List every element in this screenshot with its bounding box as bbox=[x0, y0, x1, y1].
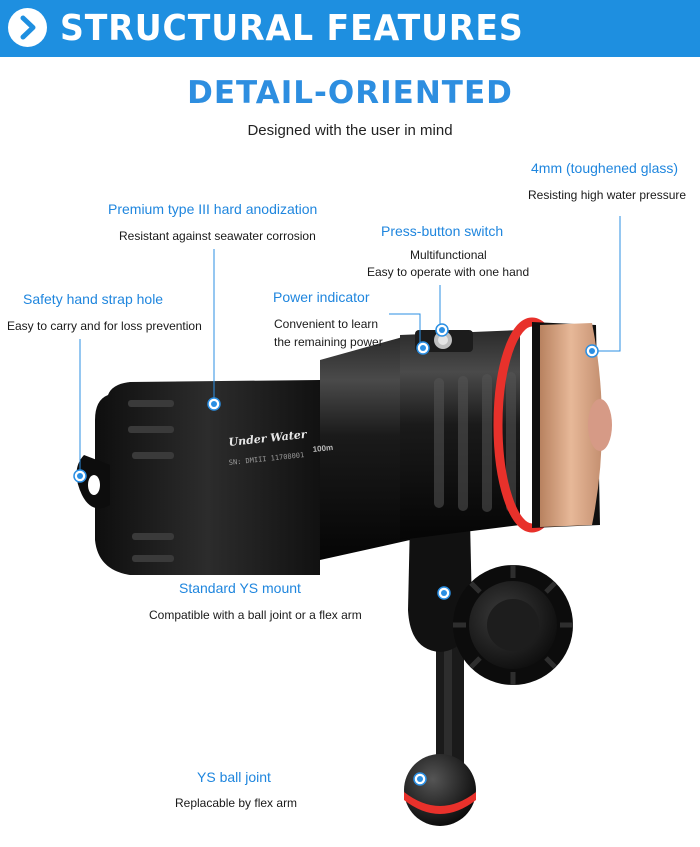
glass-bezel bbox=[540, 323, 602, 527]
ball-joint bbox=[404, 754, 476, 826]
banner-title: STRUCTURAL FEATURES bbox=[60, 8, 524, 49]
mount-knob bbox=[453, 565, 573, 685]
page-subheading: Designed with the user in mind bbox=[247, 122, 453, 139]
rear-cap bbox=[95, 380, 320, 575]
chevron-right-icon bbox=[8, 8, 47, 47]
glass-desc: Resisting high water pressure bbox=[528, 188, 687, 202]
callout-markers bbox=[73, 323, 599, 786]
engraved-depth: 100m bbox=[312, 443, 333, 454]
ball-desc: Replacable by flex arm bbox=[175, 796, 298, 810]
switch-desc-1: Multifunctional bbox=[410, 248, 487, 262]
strap-label: Safety hand strap hole bbox=[23, 291, 164, 307]
mount-label: Standard YS mount bbox=[179, 580, 301, 596]
body-tube bbox=[320, 335, 410, 560]
anodization-label: Premium type III hard anodization bbox=[108, 201, 318, 217]
page-heading: DETAIL-ORIENTED bbox=[187, 75, 513, 111]
power-label: Power indicator bbox=[273, 289, 370, 305]
mount-desc: Compatible with a ball joint or a flex a… bbox=[149, 608, 362, 622]
strap-desc: Easy to carry and for loss prevention bbox=[7, 319, 202, 333]
switch-desc-2: Easy to operate with one hand bbox=[367, 265, 530, 279]
ball-label: YS ball joint bbox=[197, 769, 271, 785]
glass-callout-line bbox=[596, 216, 621, 352]
power-callout-line bbox=[389, 313, 421, 346]
anodization-desc: Resistant against seawater corrosion bbox=[119, 229, 316, 243]
glass-label: 4mm (toughened glass) bbox=[531, 160, 679, 176]
section-banner: STRUCTURAL FEATURES bbox=[0, 0, 700, 57]
power-desc-1: Convenient to learn bbox=[274, 317, 379, 331]
switch-label: Press-button switch bbox=[381, 223, 504, 239]
power-desc-2: the remaining power bbox=[274, 335, 383, 349]
